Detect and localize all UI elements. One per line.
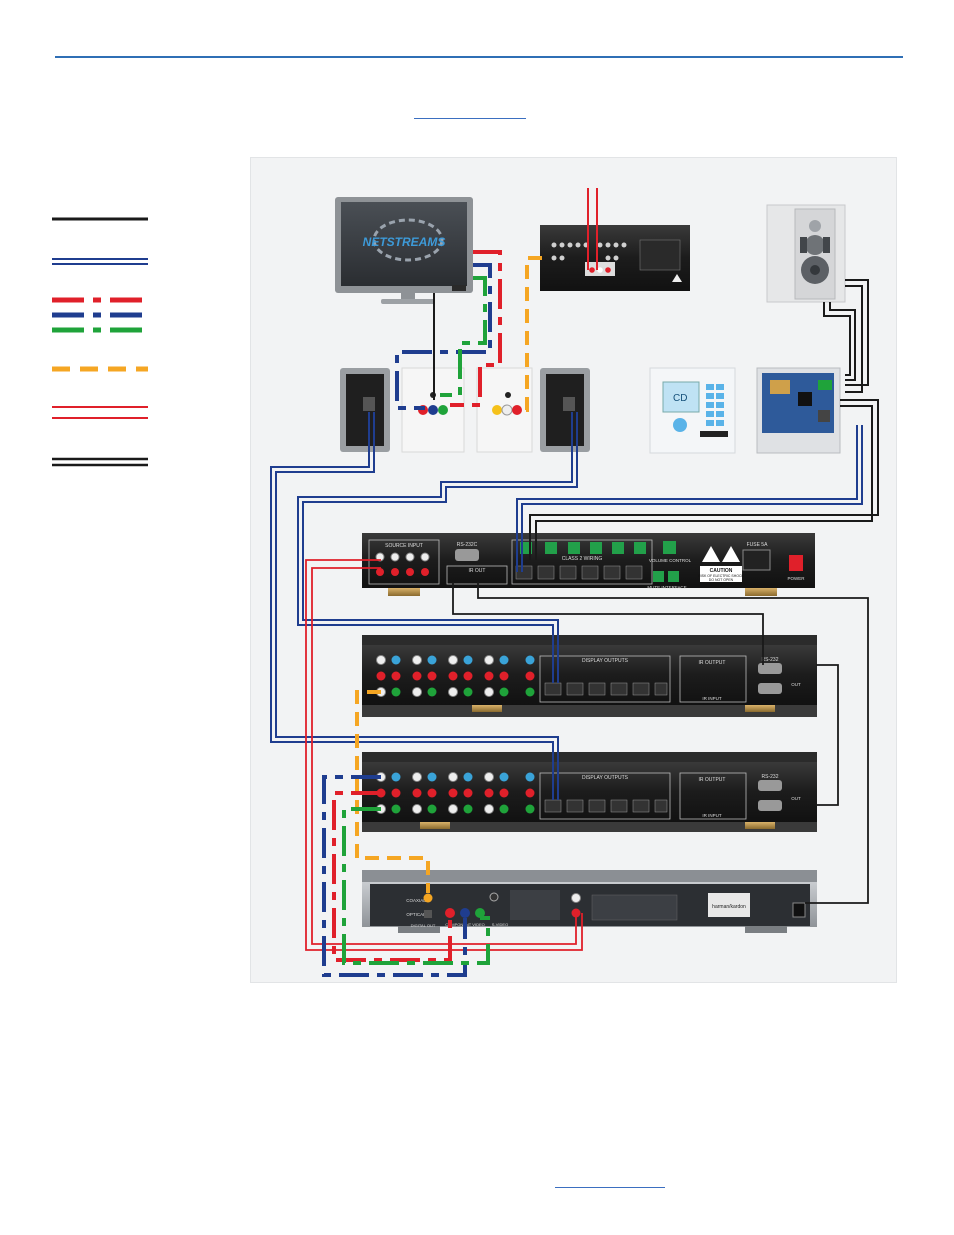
wire-board-blue <box>516 425 863 572</box>
dvd-player: COAXIAL OPTICAL DIGITAL OUT COMPONENT VI… <box>362 870 817 933</box>
fuse-label: FUSE 5A <box>747 542 769 548</box>
video-matrix-unit-2: DISPLAY OUTPUTS IR OUTPUT IR INPUT RS-23… <box>362 752 817 832</box>
av-receiver <box>540 225 690 291</box>
link-underline-bottom[interactable] <box>555 1187 665 1188</box>
legend-double-blue <box>52 258 148 265</box>
wall-jack-left <box>340 368 390 452</box>
optical-label: OPTICAL <box>406 912 426 917</box>
display-outputs-label-2: DISPLAY OUTPUTS <box>582 775 629 781</box>
legend-double-black <box>52 457 148 467</box>
coaxial-label: COAXIAL <box>406 898 426 903</box>
av-wall-plate-2 <box>476 367 533 453</box>
rs232-out-label-1: OUT <box>791 682 801 687</box>
header-rule <box>55 56 903 58</box>
dvd-brand: harman/kardon <box>712 904 746 910</box>
wire-digital-audio-receiver <box>518 256 542 412</box>
ir-out-label: IR OUT <box>469 568 486 574</box>
wire-speaker-to-board <box>823 279 869 393</box>
control-module-board <box>756 367 841 454</box>
tv-logo-text: NETSTREAMS <box>363 235 446 249</box>
rs232-label-1: RS-232 <box>762 657 779 663</box>
legend-dash-dot-rgb <box>52 297 148 333</box>
rs232-label-2: RS-232 <box>762 774 779 780</box>
keypad-display-text: CD <box>673 393 687 404</box>
caution-warning: CAUTION RISK OF ELECTRIC SHOCK DO NOT OP… <box>698 546 745 582</box>
wall-jack-right <box>540 368 590 452</box>
caution-title: CAUTION <box>710 568 733 574</box>
ir-output-label-2: IR OUTPUT <box>699 777 726 783</box>
wire-wall-jack-right-cat5 <box>297 412 578 683</box>
wire-speaker-red-input <box>587 188 598 270</box>
link-underline-top[interactable] <box>414 118 526 119</box>
in-wall-speaker <box>766 204 846 303</box>
source-input-label: SOURCE INPUT <box>385 543 423 549</box>
power-label: POWER <box>787 576 805 581</box>
mute-interface-label: MUTE INTERFACE <box>647 585 686 590</box>
caution-text-2: DO NOT OPEN <box>709 578 734 582</box>
caution-text-1: RISK OF ELECTRIC SHOCK <box>698 574 744 578</box>
wire-source-audio-red <box>305 559 583 951</box>
wire-tv-component <box>395 250 502 410</box>
ir-input-label-1: IR INPUT <box>702 696 722 701</box>
rs232-out-label-2: OUT <box>791 796 801 801</box>
digital-out-label: DIGITAL OUT <box>411 923 436 928</box>
wire-wall-jack-left-cat5 <box>270 412 559 800</box>
ir-output-label-1: IR OUTPUT <box>699 660 726 666</box>
wire-digital-audio-dvd <box>355 690 430 893</box>
keypad-controller: CD <box>649 367 736 454</box>
volume-control-label: VOLUME CONTROL <box>649 558 692 563</box>
rs232c-label: RS-232C <box>457 542 478 548</box>
television: NETSTREAMS <box>335 197 473 304</box>
svideo-label: S-VIDEO <box>492 922 508 927</box>
legend-double-red <box>52 406 148 419</box>
video-matrix-unit-1: DISPLAY OUTPUTS IR OUTPUT IR INPUT RS-23… <box>362 635 817 717</box>
class2-wiring-label: CLASS 2 WIRING <box>562 556 603 562</box>
wire-ir-control <box>452 582 869 904</box>
wire-board-to-main <box>529 399 879 560</box>
wire-dvd-component <box>322 775 490 977</box>
main-controller-unit: SOURCE INPUT RS-232C IR OUT CLASS 2 WIRI… <box>362 533 815 596</box>
ir-input-label-2: IR INPUT <box>702 813 722 818</box>
display-outputs-label-1: DISPLAY OUTPUTS <box>582 658 629 664</box>
